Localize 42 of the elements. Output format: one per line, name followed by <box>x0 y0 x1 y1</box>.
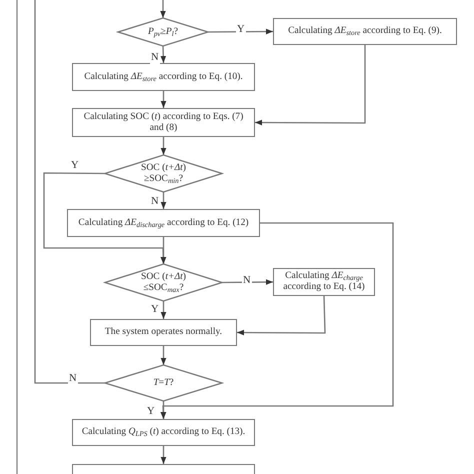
arrow <box>160 192 166 209</box>
arrow <box>160 301 166 319</box>
arrow <box>255 45 366 126</box>
decision-diamond <box>105 264 222 301</box>
process-box <box>72 63 255 91</box>
edge-label: Y <box>236 25 246 36</box>
process-box <box>273 18 457 45</box>
edge-label: N <box>68 374 78 384</box>
arrow <box>160 222 394 420</box>
connector-line <box>34 0 105 384</box>
process-box <box>67 209 260 237</box>
process-text: Calculating SOC (t) according to Eqs. (7) and (8) <box>82 112 244 134</box>
process-text: Calculating ΔE$_{charge}$ according to Eq. (14) <box>282 271 366 293</box>
arrow <box>160 446 166 464</box>
decision-text: SOC (t+Δt) ≤SOC$_{max}$? <box>140 272 187 294</box>
process-text: Calculating ΔE$_{store}$ according to Eq. (10). <box>84 72 243 82</box>
arrow <box>222 279 273 285</box>
arrow <box>160 0 166 18</box>
process-box <box>72 419 255 446</box>
arrow <box>208 28 273 34</box>
arrow <box>160 137 166 155</box>
arrow <box>160 346 166 365</box>
process-text: Calculating Q$_{LPS}$ (t) according to Eq. (13). <box>82 427 246 438</box>
decision-text: SOC (t+Δt) ≥SOC$_{min}$? <box>140 162 187 184</box>
process-text: Calculating ΔE$_{store}$ according to Eq. (9). <box>288 26 442 37</box>
decision-text: T=T? <box>153 378 174 388</box>
decision-diamond <box>118 18 208 46</box>
process-box <box>90 319 237 346</box>
edge-label: N <box>150 53 160 64</box>
arrow <box>160 91 166 108</box>
decision-diamond <box>105 155 222 192</box>
decision-text: P$_{pv}$≥P$_{l}$? <box>148 26 178 38</box>
process-box <box>72 464 255 474</box>
process-text: Calculating ΔE$_{discharge}$ according to Eq. (12) <box>78 218 249 228</box>
arrow <box>160 46 166 64</box>
arrow <box>160 237 166 264</box>
arrow <box>237 296 326 336</box>
decision-diamond <box>105 365 222 401</box>
process-box <box>273 268 375 296</box>
arrow <box>160 401 166 419</box>
process-text: The system operates normally. <box>104 327 222 338</box>
process-box <box>72 108 255 137</box>
